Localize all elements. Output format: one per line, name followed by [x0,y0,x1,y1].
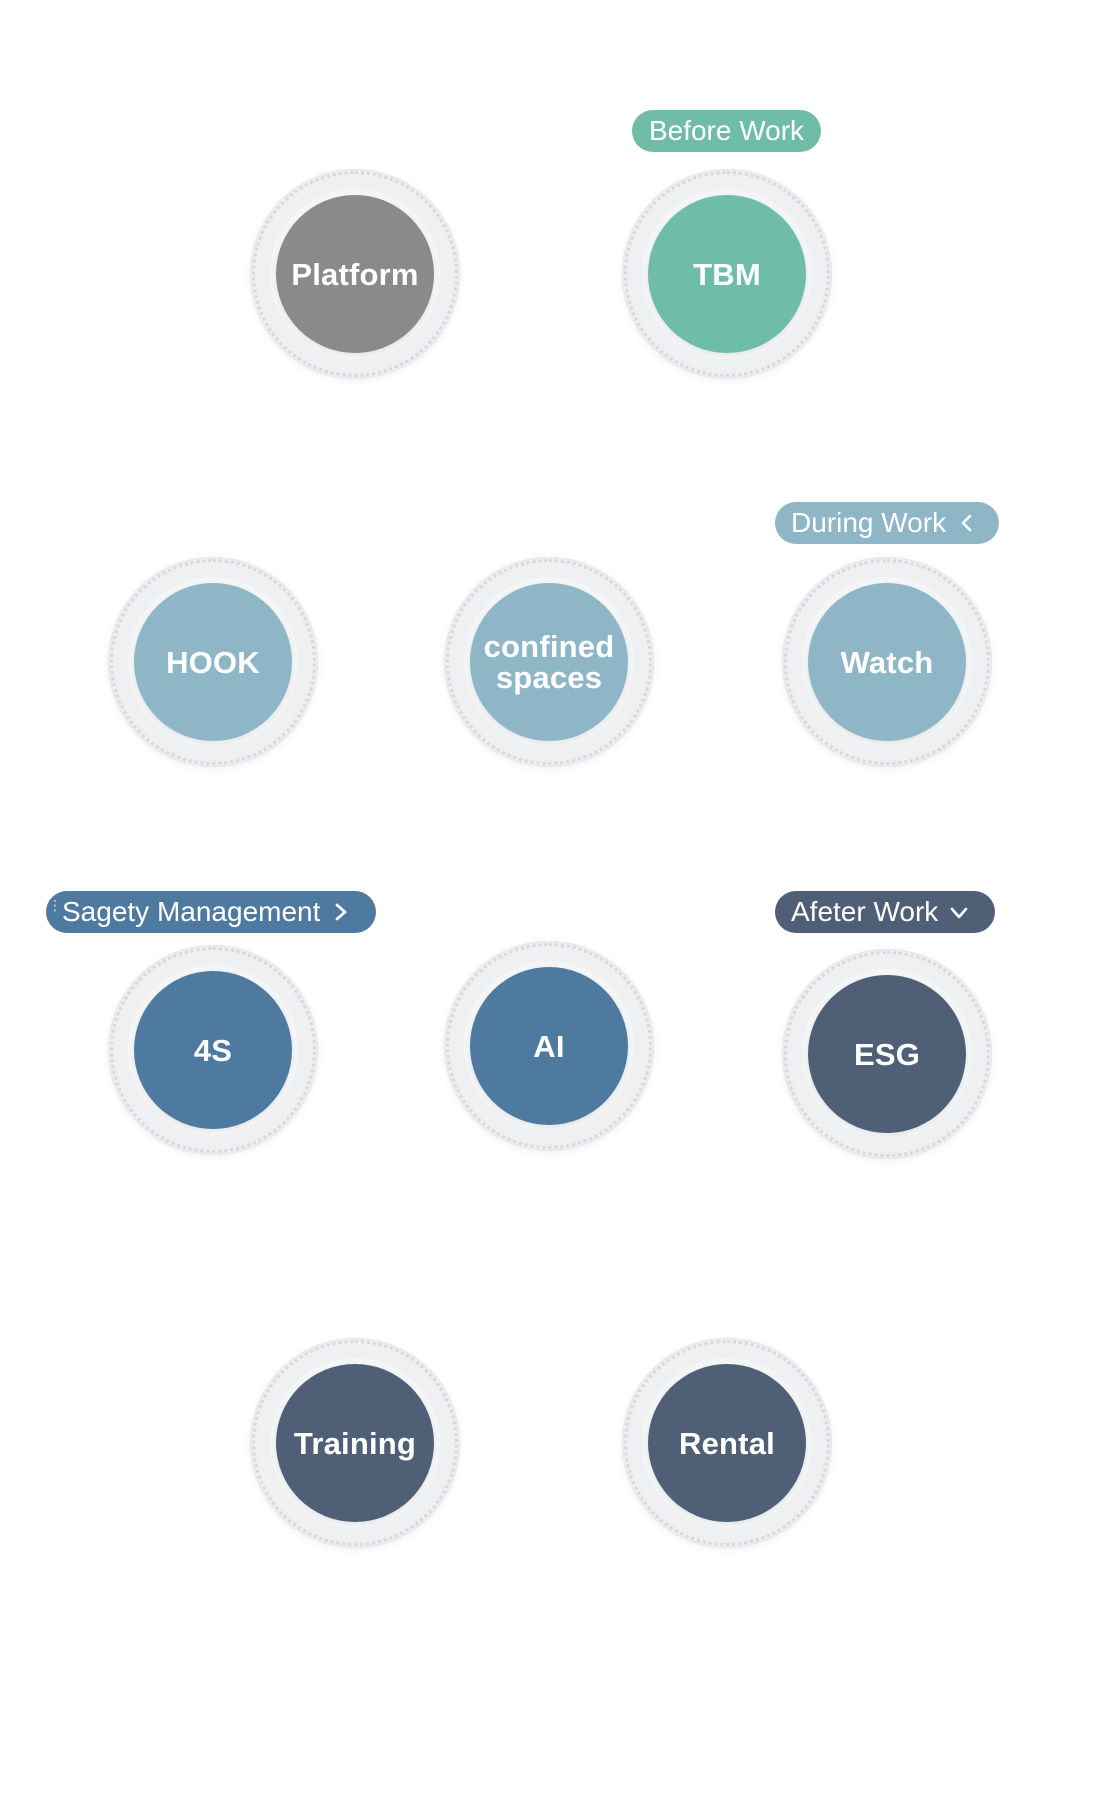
rental-circle: Rental [648,1364,806,1522]
chevron-right-icon [330,901,352,923]
drag-handle-icon[interactable]: ⋮ [48,897,62,913]
platform-label: Platform [291,256,419,292]
confined-spaces-circle: confined spaces [470,583,628,741]
hook-button[interactable]: HOOK [108,557,318,767]
after-work-pill[interactable]: Afeter Work [775,891,995,933]
tbm-label: TBM [693,256,761,292]
after-work-label: Afeter Work [791,896,939,927]
esg-button[interactable]: ESG [782,949,992,1159]
during-work-pill[interactable]: During Work [775,502,999,544]
esg-circle: ESG [808,975,966,1133]
tbm-circle: TBM [648,195,806,353]
ai-label: AI [533,1028,565,1064]
chevron-down-icon [948,901,970,923]
safety-management-pill[interactable]: ⋮ Sagety Management [46,891,376,933]
training-circle: Training [276,1364,434,1522]
rental-label: Rental [679,1425,775,1461]
during-work-label: During Work [791,507,947,538]
esg-label: ESG [853,1036,921,1072]
before-work-label: Before Work [648,115,805,146]
platform-circle: Platform [276,195,434,353]
tbm-button[interactable]: TBM [622,169,832,379]
watch-label: Watch [840,644,934,680]
hook-circle: HOOK [134,583,292,741]
rental-button[interactable]: Rental [622,1338,832,1548]
watch-button[interactable]: Watch [782,557,992,767]
chevron-left-icon [956,512,978,534]
safety-management-label: Sagety Management [62,896,321,927]
confined-spaces-label: confined spaces [483,629,615,695]
four-s-circle: 4S [134,971,292,1129]
platform-button[interactable]: Platform [250,169,460,379]
ai-circle: AI [470,967,628,1125]
four-s-button[interactable]: 4S [108,945,318,1155]
training-button[interactable]: Training [250,1338,460,1548]
four-s-label: 4S [193,1032,233,1068]
hook-label: HOOK [166,644,260,680]
before-work-pill[interactable]: Before Work [632,110,821,152]
ai-button[interactable]: AI [444,941,654,1151]
confined-spaces-button[interactable]: confined spaces [444,557,654,767]
watch-circle: Watch [808,583,966,741]
training-label: Training [293,1425,417,1461]
